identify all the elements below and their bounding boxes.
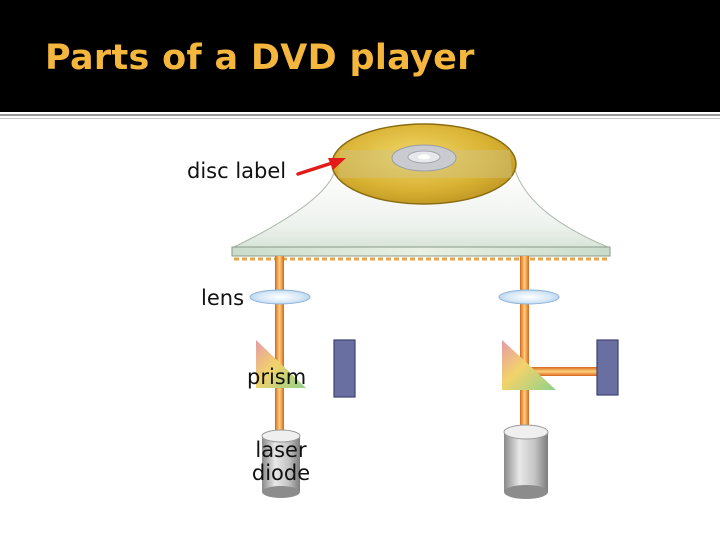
laser-diode-caption: laser diode [248, 438, 314, 486]
slide-title: Parts of a DVD player [45, 38, 475, 78]
prism-left [256, 340, 306, 388]
lens-caption: lens [201, 286, 245, 310]
player-tray [231, 246, 611, 261]
title-bar [0, 0, 720, 112]
prism-caption: prism [247, 365, 307, 389]
laser-diode-caption-line2: diode [251, 461, 311, 486]
prism-right [502, 340, 556, 390]
lens-right [498, 289, 560, 305]
laser-diode-left [261, 429, 301, 498]
disc [331, 123, 517, 205]
right-pickup [498, 256, 619, 499]
left-pickup [249, 256, 356, 498]
detector-left [333, 339, 356, 398]
laser-diode-right [503, 424, 549, 499]
disc-label-caption: disc label [187, 159, 287, 183]
disc-label-arrow [296, 158, 346, 176]
lens-left [249, 289, 311, 305]
title-divider-thin [0, 118, 720, 119]
title-divider [0, 114, 720, 116]
detector-right [596, 339, 619, 396]
laser-diode-caption-line1: laser [255, 438, 307, 462]
